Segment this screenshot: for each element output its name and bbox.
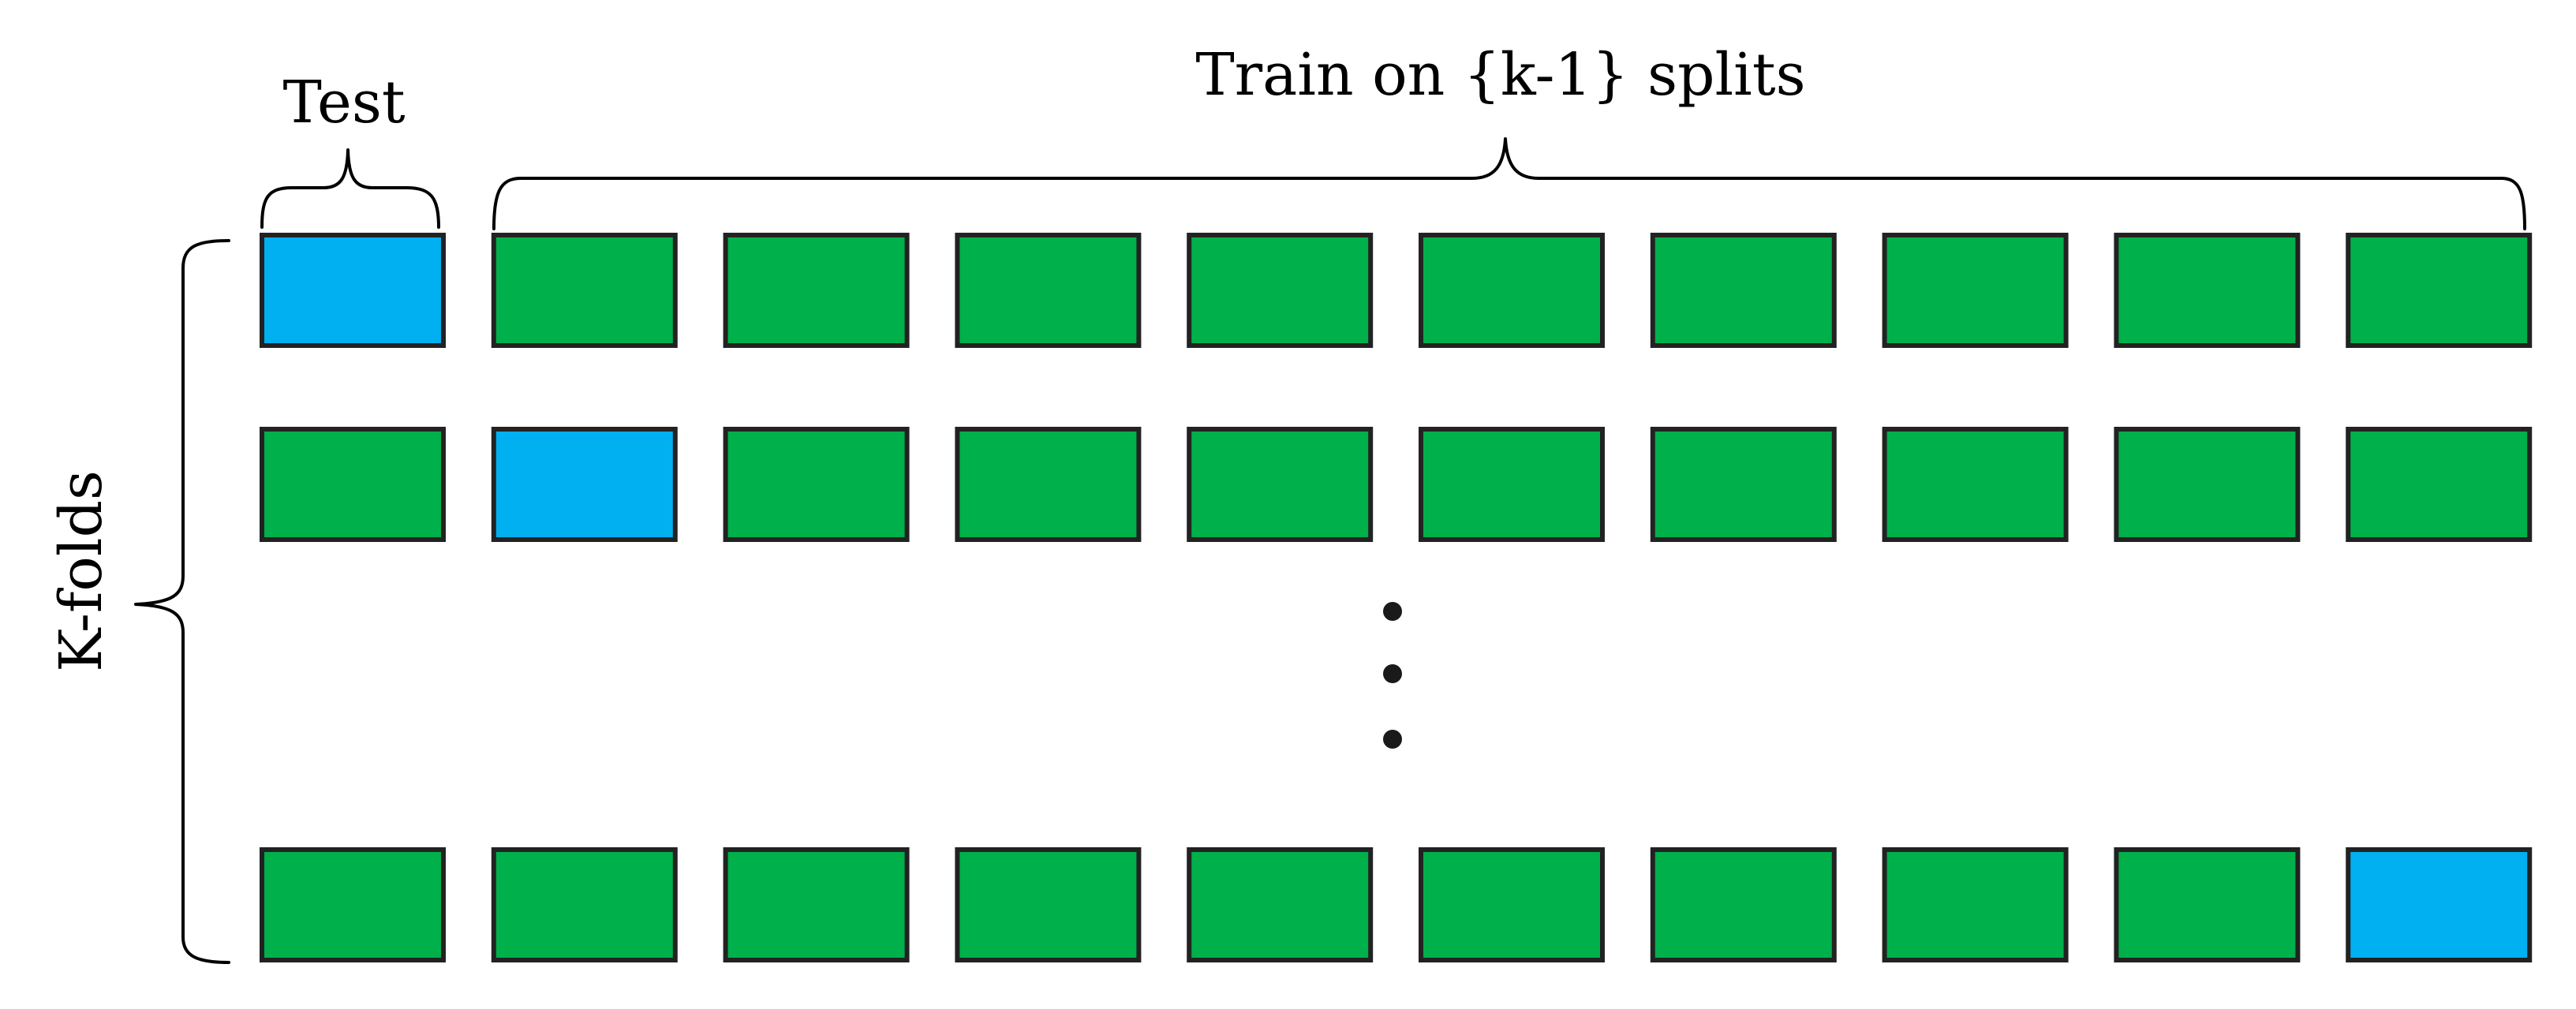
train-split-fold-k-2 [491,847,678,962]
train-split-fold-2-1 [260,427,446,542]
train-split-fold-2-10 [2346,427,2533,542]
train-split-fold-1-3 [723,233,910,348]
ellipsis-dot [1383,664,1402,683]
train-split-fold-k-6 [1419,847,1605,962]
train-split-fold-1-9 [2114,233,2301,348]
train-split-fold-1-8 [1882,233,2069,348]
train-split-fold-k-4 [955,847,1142,962]
train-label: Train on {k-1} splits [1195,41,1805,109]
train-split-fold-1-10 [2346,233,2533,348]
ellipsis-dots [1383,602,1402,749]
train-split-fold-k-3 [723,847,910,962]
ellipsis-dot [1383,730,1402,749]
kfolds-label: K-folds [47,470,115,672]
train-split-fold-2-6 [1419,427,1605,542]
train-brace [492,137,2526,230]
fold-cells [260,233,2533,962]
train-split-fold-1-2 [491,233,678,348]
test-split-fold-1-1 [260,233,446,348]
ellipsis-dot [1383,602,1402,621]
test-brace [260,148,440,229]
train-split-fold-2-4 [955,427,1142,542]
train-split-fold-k-5 [1187,847,1374,962]
test-label: Test [282,69,405,136]
train-split-fold-k-9 [2114,847,2301,962]
train-split-fold-1-5 [1187,233,1374,348]
train-split-fold-1-7 [1650,233,1837,348]
train-split-fold-k-8 [1882,847,2069,962]
train-split-fold-2-9 [2114,427,2301,542]
test-split-fold-k-10 [2346,847,2533,962]
train-split-fold-1-4 [955,233,1142,348]
train-split-fold-2-5 [1187,427,1374,542]
kfolds-brace [134,239,230,964]
train-split-fold-2-7 [1650,427,1837,542]
train-split-fold-k-1 [260,847,446,962]
train-split-fold-k-7 [1650,847,1837,962]
train-split-fold-2-3 [723,427,910,542]
train-split-fold-2-8 [1882,427,2069,542]
test-split-fold-2-2 [491,427,678,542]
train-split-fold-1-6 [1419,233,1605,348]
